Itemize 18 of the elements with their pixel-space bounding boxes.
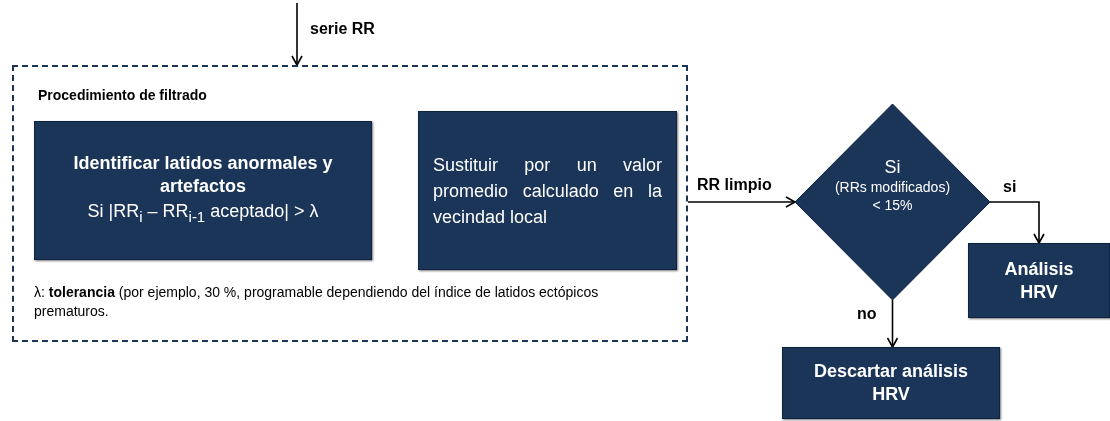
condition-text: Si (884, 156, 901, 178)
edge-label: RR limpio (697, 176, 772, 194)
process-box (34, 121, 372, 260)
process-box (782, 347, 1000, 419)
arrow (886, 299, 899, 348)
process-box (418, 111, 677, 270)
note-text: λ: tolerancia (por ejemplo, 30 %, programable dependiendo del índice de latidos ectópicos prematuros. (34, 283, 600, 321)
group-heading: Procedimiento de filtrado (38, 87, 207, 103)
arrow (687, 196, 796, 208)
dashed-group-frame (12, 65, 688, 342)
process-box (968, 243, 1110, 318)
box-title: Análisis HRV (1003, 257, 1075, 304)
box-text: Sustituir por un valor promedio calculado en la vecindad local (433, 153, 662, 229)
box-text: Si |RR$_{i}$ – RR$_{i-1}$ aceptado| > λ (86, 199, 320, 227)
condition-text: (RRs modificados) < 15% (833, 177, 952, 214)
box-title: Descartar análisis HRV (812, 360, 970, 406)
arrow (291, 2, 303, 66)
arrow (989, 201, 1045, 244)
